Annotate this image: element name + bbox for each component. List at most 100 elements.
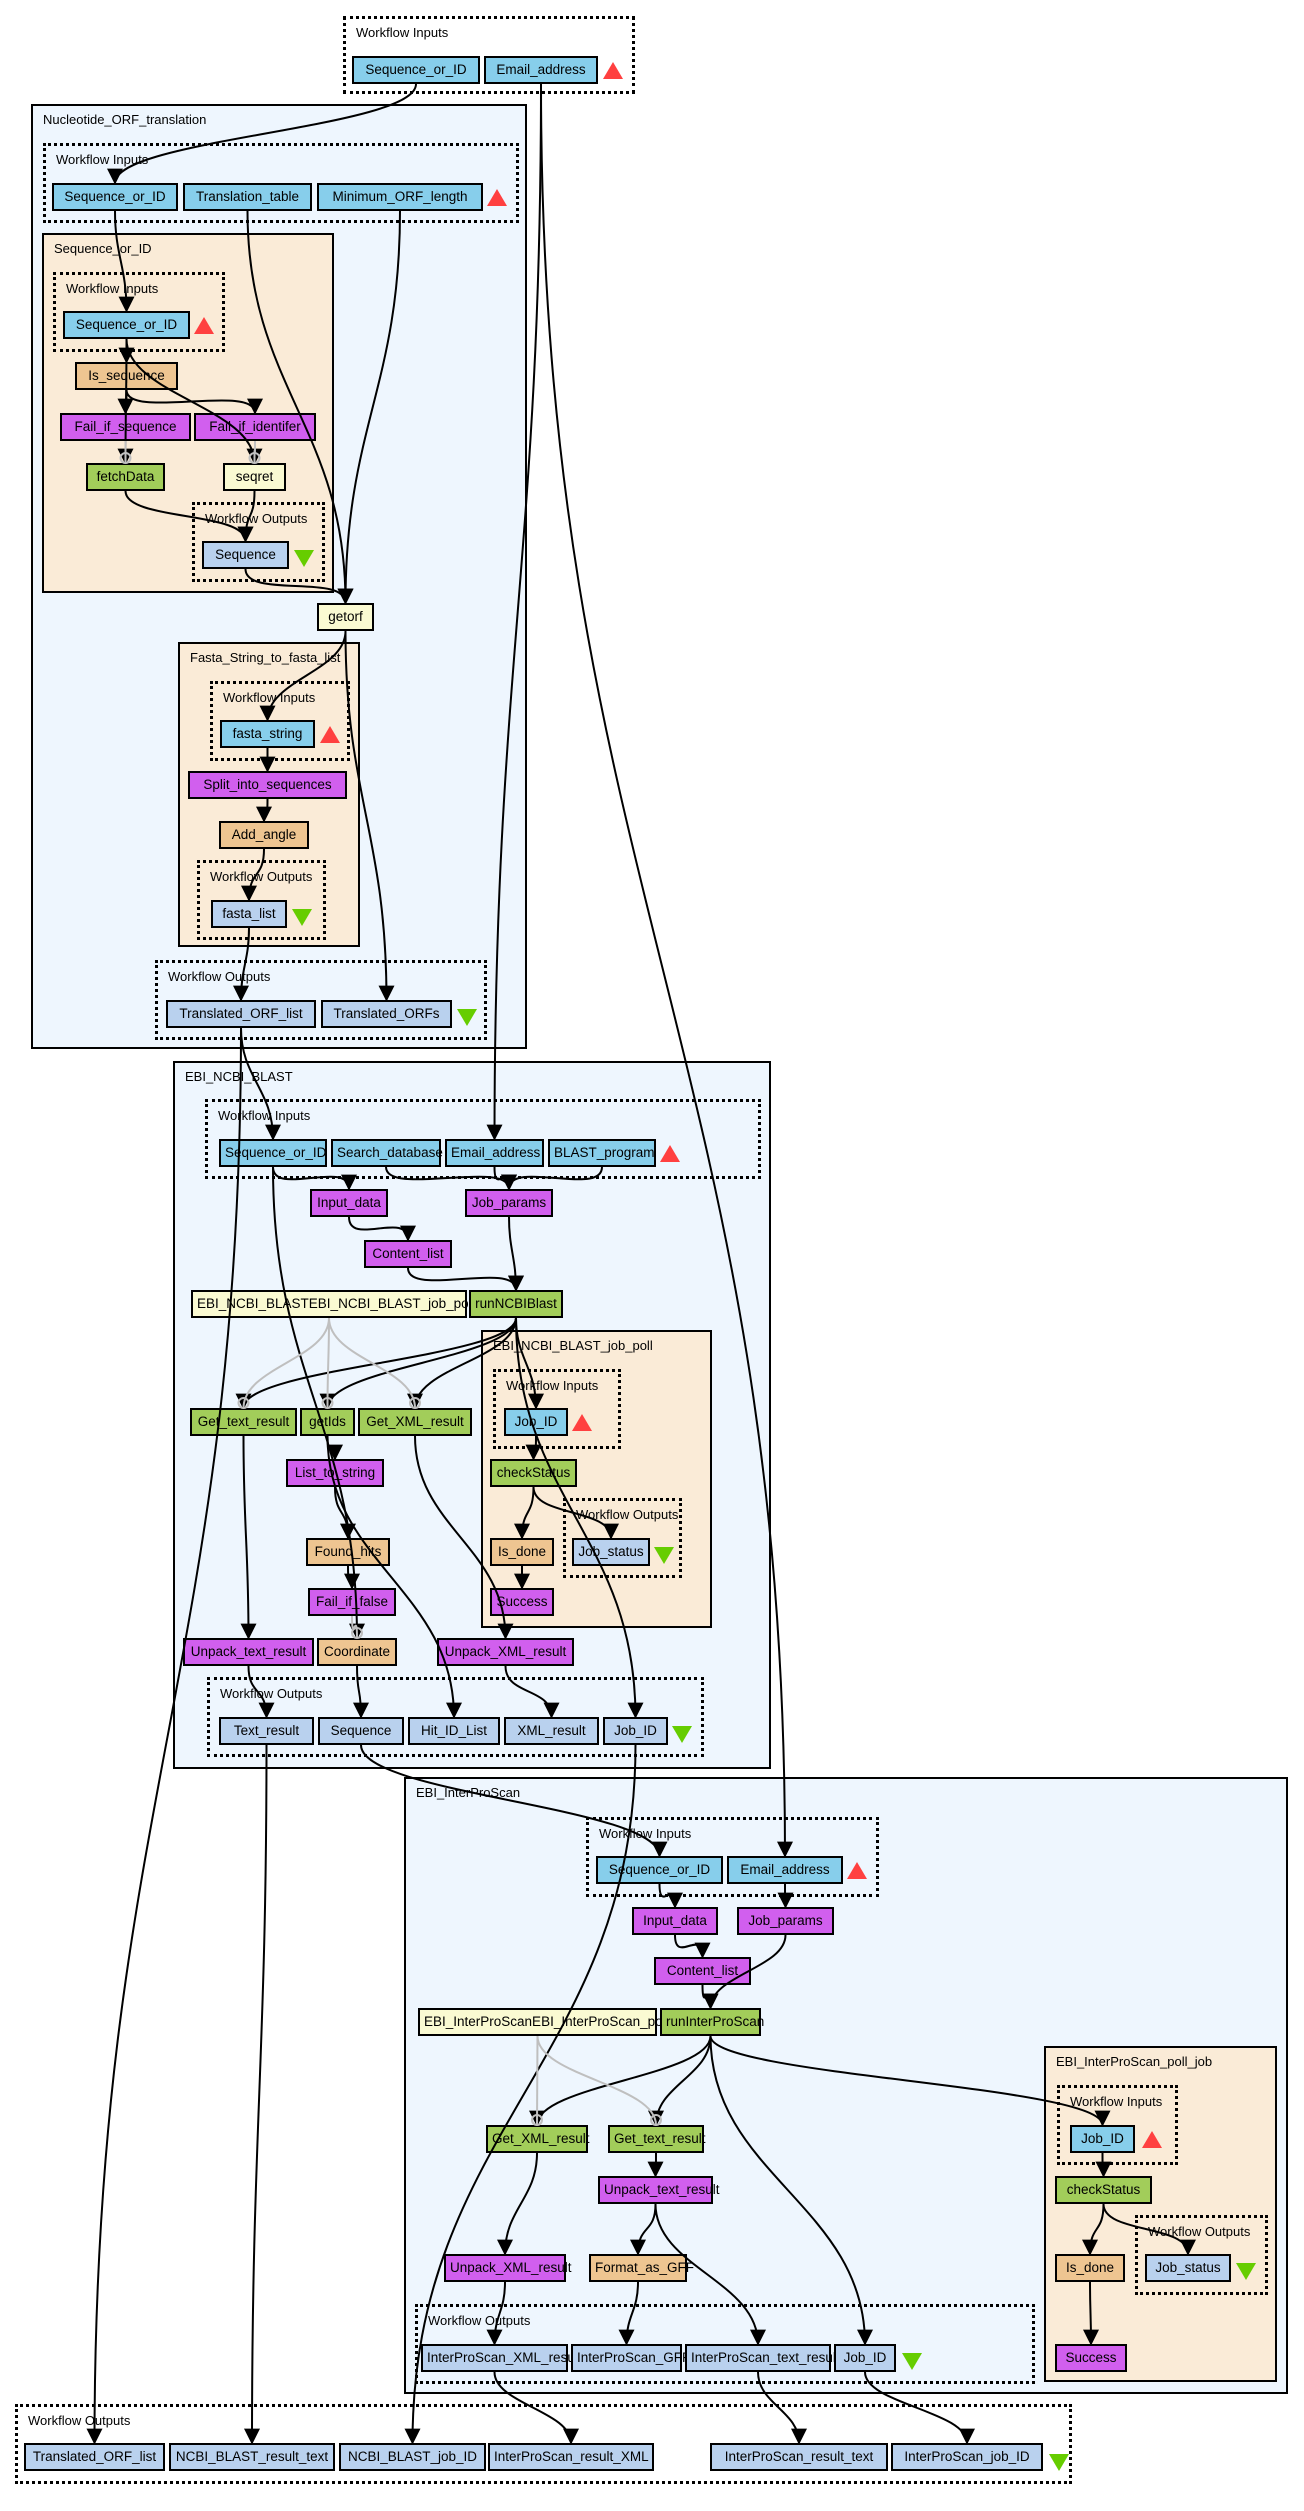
- output-hit-id-list[interactable]: Hit_ID_List: [408, 1717, 500, 1745]
- processor-unpack-xml-result[interactable]: Unpack_XML_result: [444, 2254, 572, 2282]
- processor-checkstatus[interactable]: checkStatus: [1055, 2176, 1152, 2204]
- data-link: [244, 1744, 268, 2445]
- cluster-title: Workflow Outputs: [28, 2413, 131, 2428]
- processor-add-angle[interactable]: Add_angle: [219, 821, 309, 849]
- processor-runncbiblast[interactable]: runNCBIBlast: [469, 1290, 563, 1318]
- cluster-title: Workflow Outputs: [205, 511, 308, 526]
- triangle-up-icon: [1142, 2131, 1162, 2148]
- processor-job-params[interactable]: Job_params: [465, 1189, 553, 1217]
- cluster-title: Workflow Inputs: [1070, 2094, 1163, 2109]
- cluster-title: EBI_InterProScan: [416, 1785, 521, 1800]
- output-job-status[interactable]: Job_status: [572, 1538, 650, 1566]
- processor-get-xml-result[interactable]: Get_XML_result: [486, 2125, 590, 2153]
- input-email-address[interactable]: Email_address: [445, 1139, 544, 1167]
- triangle-down-icon: [902, 2353, 922, 2370]
- processor-get-text-result[interactable]: Get_text_result: [608, 2125, 706, 2153]
- input-fasta-string[interactable]: fasta_string: [220, 720, 315, 748]
- triangle-up-icon: [660, 1145, 680, 1162]
- output-sequence[interactable]: Sequence: [202, 541, 289, 569]
- output-job-id[interactable]: Job_ID: [834, 2344, 896, 2372]
- input-sequence-or-id[interactable]: Sequence_or_ID: [52, 183, 178, 211]
- input-translation-table[interactable]: Translation_table: [183, 183, 312, 211]
- output-job-status[interactable]: Job_status: [1145, 2254, 1231, 2282]
- processor-unpack-text-result[interactable]: Unpack_text_result: [598, 2176, 720, 2204]
- input-sequence-or-id[interactable]: Sequence_or_ID: [596, 1856, 723, 1884]
- output-translated-orfs[interactable]: Translated_ORFs: [321, 1000, 452, 1028]
- processor-fail-if-sequence[interactable]: Fail_if_sequence: [60, 413, 191, 441]
- triangle-down-icon: [292, 909, 312, 926]
- output-translated-orf-list[interactable]: Translated_ORF_list: [166, 1000, 316, 1028]
- processor-content-list[interactable]: Content_list: [364, 1240, 452, 1268]
- triangle-up-icon: [194, 317, 214, 334]
- output-ncbi-blast-job-id[interactable]: NCBI_BLAST_job_ID: [339, 2443, 486, 2471]
- output-job-id[interactable]: Job_ID: [603, 1717, 668, 1745]
- output-interproscan-xml-result[interactable]: InterProScan_XML_result: [421, 2344, 582, 2372]
- processor-getorf[interactable]: getorf: [317, 603, 374, 631]
- output-ncbi-blast-result-text[interactable]: NCBI_BLAST_result_text: [169, 2443, 335, 2471]
- processor-input-data[interactable]: Input_data: [310, 1189, 388, 1217]
- cluster-title: Workflow Inputs: [506, 1378, 599, 1393]
- processor-is-sequence[interactable]: Is_sequence: [75, 362, 178, 390]
- cluster-title: Workflow Outputs: [220, 1686, 323, 1701]
- cluster-title: Nucleotide_ORF_translation: [43, 112, 207, 127]
- processor-runinterproscan[interactable]: runInterProScan: [660, 2008, 764, 2036]
- top-workflow-inputs: Workflow Inputs: [343, 16, 635, 94]
- cluster-title: Workflow Outputs: [428, 2313, 531, 2328]
- cluster-title: Workflow Outputs: [168, 969, 271, 984]
- processor-ebi-ncbi-blast-job-poll-ref[interactable]: EBI_NCBI_BLASTEBI_NCBI_BLAST_job_poll: [191, 1290, 475, 1318]
- triangle-up-icon: [572, 1414, 592, 1431]
- output-fasta-list[interactable]: fasta_list: [211, 900, 287, 928]
- processor-job-params[interactable]: Job_params: [737, 1907, 834, 1935]
- processor-success[interactable]: Success: [490, 1588, 554, 1616]
- output-interproscan-result-xml[interactable]: InterProScan_result_XML: [488, 2443, 654, 2471]
- triangle-down-icon: [654, 1547, 674, 1564]
- processor-success[interactable]: Success: [1055, 2344, 1127, 2372]
- output-interproscan-job-id[interactable]: InterProScan_job_ID: [891, 2443, 1043, 2471]
- output-xml-result[interactable]: XML_result: [504, 1717, 599, 1745]
- input-sequence-or-id[interactable]: Sequence_or_ID: [63, 311, 190, 339]
- input-sequence-or-id[interactable]: Sequence_or_ID: [219, 1139, 327, 1167]
- processor-unpack-xml-result[interactable]: Unpack_XML_result: [437, 1638, 574, 1666]
- processor-found-hits[interactable]: Found_hits: [306, 1538, 390, 1566]
- output-sequence[interactable]: Sequence: [318, 1717, 404, 1745]
- processor-ebi-interproscan-poll-job-ref[interactable]: EBI_InterProScanEBI_InterProScan_poll_jo…: [418, 2008, 694, 2036]
- processor-seqret[interactable]: seqret: [223, 463, 286, 491]
- processor-get-xml-result[interactable]: Get_XML_result: [358, 1408, 472, 1436]
- input-email-address[interactable]: Email_address: [727, 1856, 843, 1884]
- cluster-title: Fasta_String_to_fasta_list: [190, 650, 341, 665]
- output-translated-orf-list[interactable]: Translated_ORF_list: [24, 2443, 165, 2471]
- processor-split-into-sequences[interactable]: Split_into_sequences: [188, 771, 347, 799]
- processor-fail-if-false[interactable]: Fail_if_false: [308, 1588, 396, 1616]
- processor-input-data[interactable]: Input_data: [632, 1907, 718, 1935]
- processor-is-done[interactable]: Is_done: [490, 1538, 554, 1566]
- processor-fail-if-identifer[interactable]: Fail_if_identifer: [194, 413, 316, 441]
- cluster-title: Sequence_or_ID: [54, 241, 152, 256]
- cluster-title: Workflow Inputs: [56, 152, 149, 167]
- processor-coordinate[interactable]: Coordinate: [317, 1638, 397, 1666]
- processor-fetchdata[interactable]: fetchData: [86, 463, 165, 491]
- cluster-title: EBI_NCBI_BLAST: [185, 1069, 293, 1084]
- cluster-title: Workflow Outputs: [576, 1507, 679, 1522]
- input-search-database[interactable]: Search_database: [331, 1139, 443, 1167]
- output-interproscan-gff[interactable]: InterProScan_GFF: [571, 2344, 690, 2372]
- processor-is-done[interactable]: Is_done: [1055, 2254, 1125, 2282]
- input-job-id[interactable]: Job_ID: [504, 1408, 568, 1436]
- processor-checkstatus[interactable]: checkStatus: [490, 1459, 577, 1487]
- processor-content-list[interactable]: Content_list: [654, 1957, 751, 1985]
- input-sequence-or-id[interactable]: Sequence_or_ID: [352, 56, 480, 84]
- input-job-id[interactable]: Job_ID: [1070, 2125, 1135, 2153]
- output-interproscan-text-result[interactable]: InterProScan_text_result: [685, 2344, 840, 2372]
- processor-unpack-text-result[interactable]: Unpack_text_result: [183, 1638, 314, 1666]
- output-text-result[interactable]: Text_result: [219, 1717, 314, 1745]
- input-minimum-orf-length[interactable]: Minimum_ORF_length: [317, 183, 483, 211]
- input-blast-program[interactable]: BLAST_program: [548, 1139, 656, 1167]
- processor-getids[interactable]: getIds: [300, 1408, 355, 1436]
- triangle-down-icon: [294, 550, 314, 567]
- processor-get-text-result[interactable]: Get_text_result: [190, 1408, 297, 1436]
- input-email-address[interactable]: Email_address: [484, 56, 598, 84]
- cluster-title: Workflow Inputs: [218, 1108, 311, 1123]
- cluster-title: Workflow Inputs: [66, 281, 159, 296]
- processor-format-as-gff[interactable]: Format_as_GFF: [589, 2254, 694, 2282]
- processor-list-to-string[interactable]: List_to_string: [286, 1459, 384, 1487]
- output-interproscan-result-text[interactable]: InterProScan_result_text: [710, 2443, 888, 2471]
